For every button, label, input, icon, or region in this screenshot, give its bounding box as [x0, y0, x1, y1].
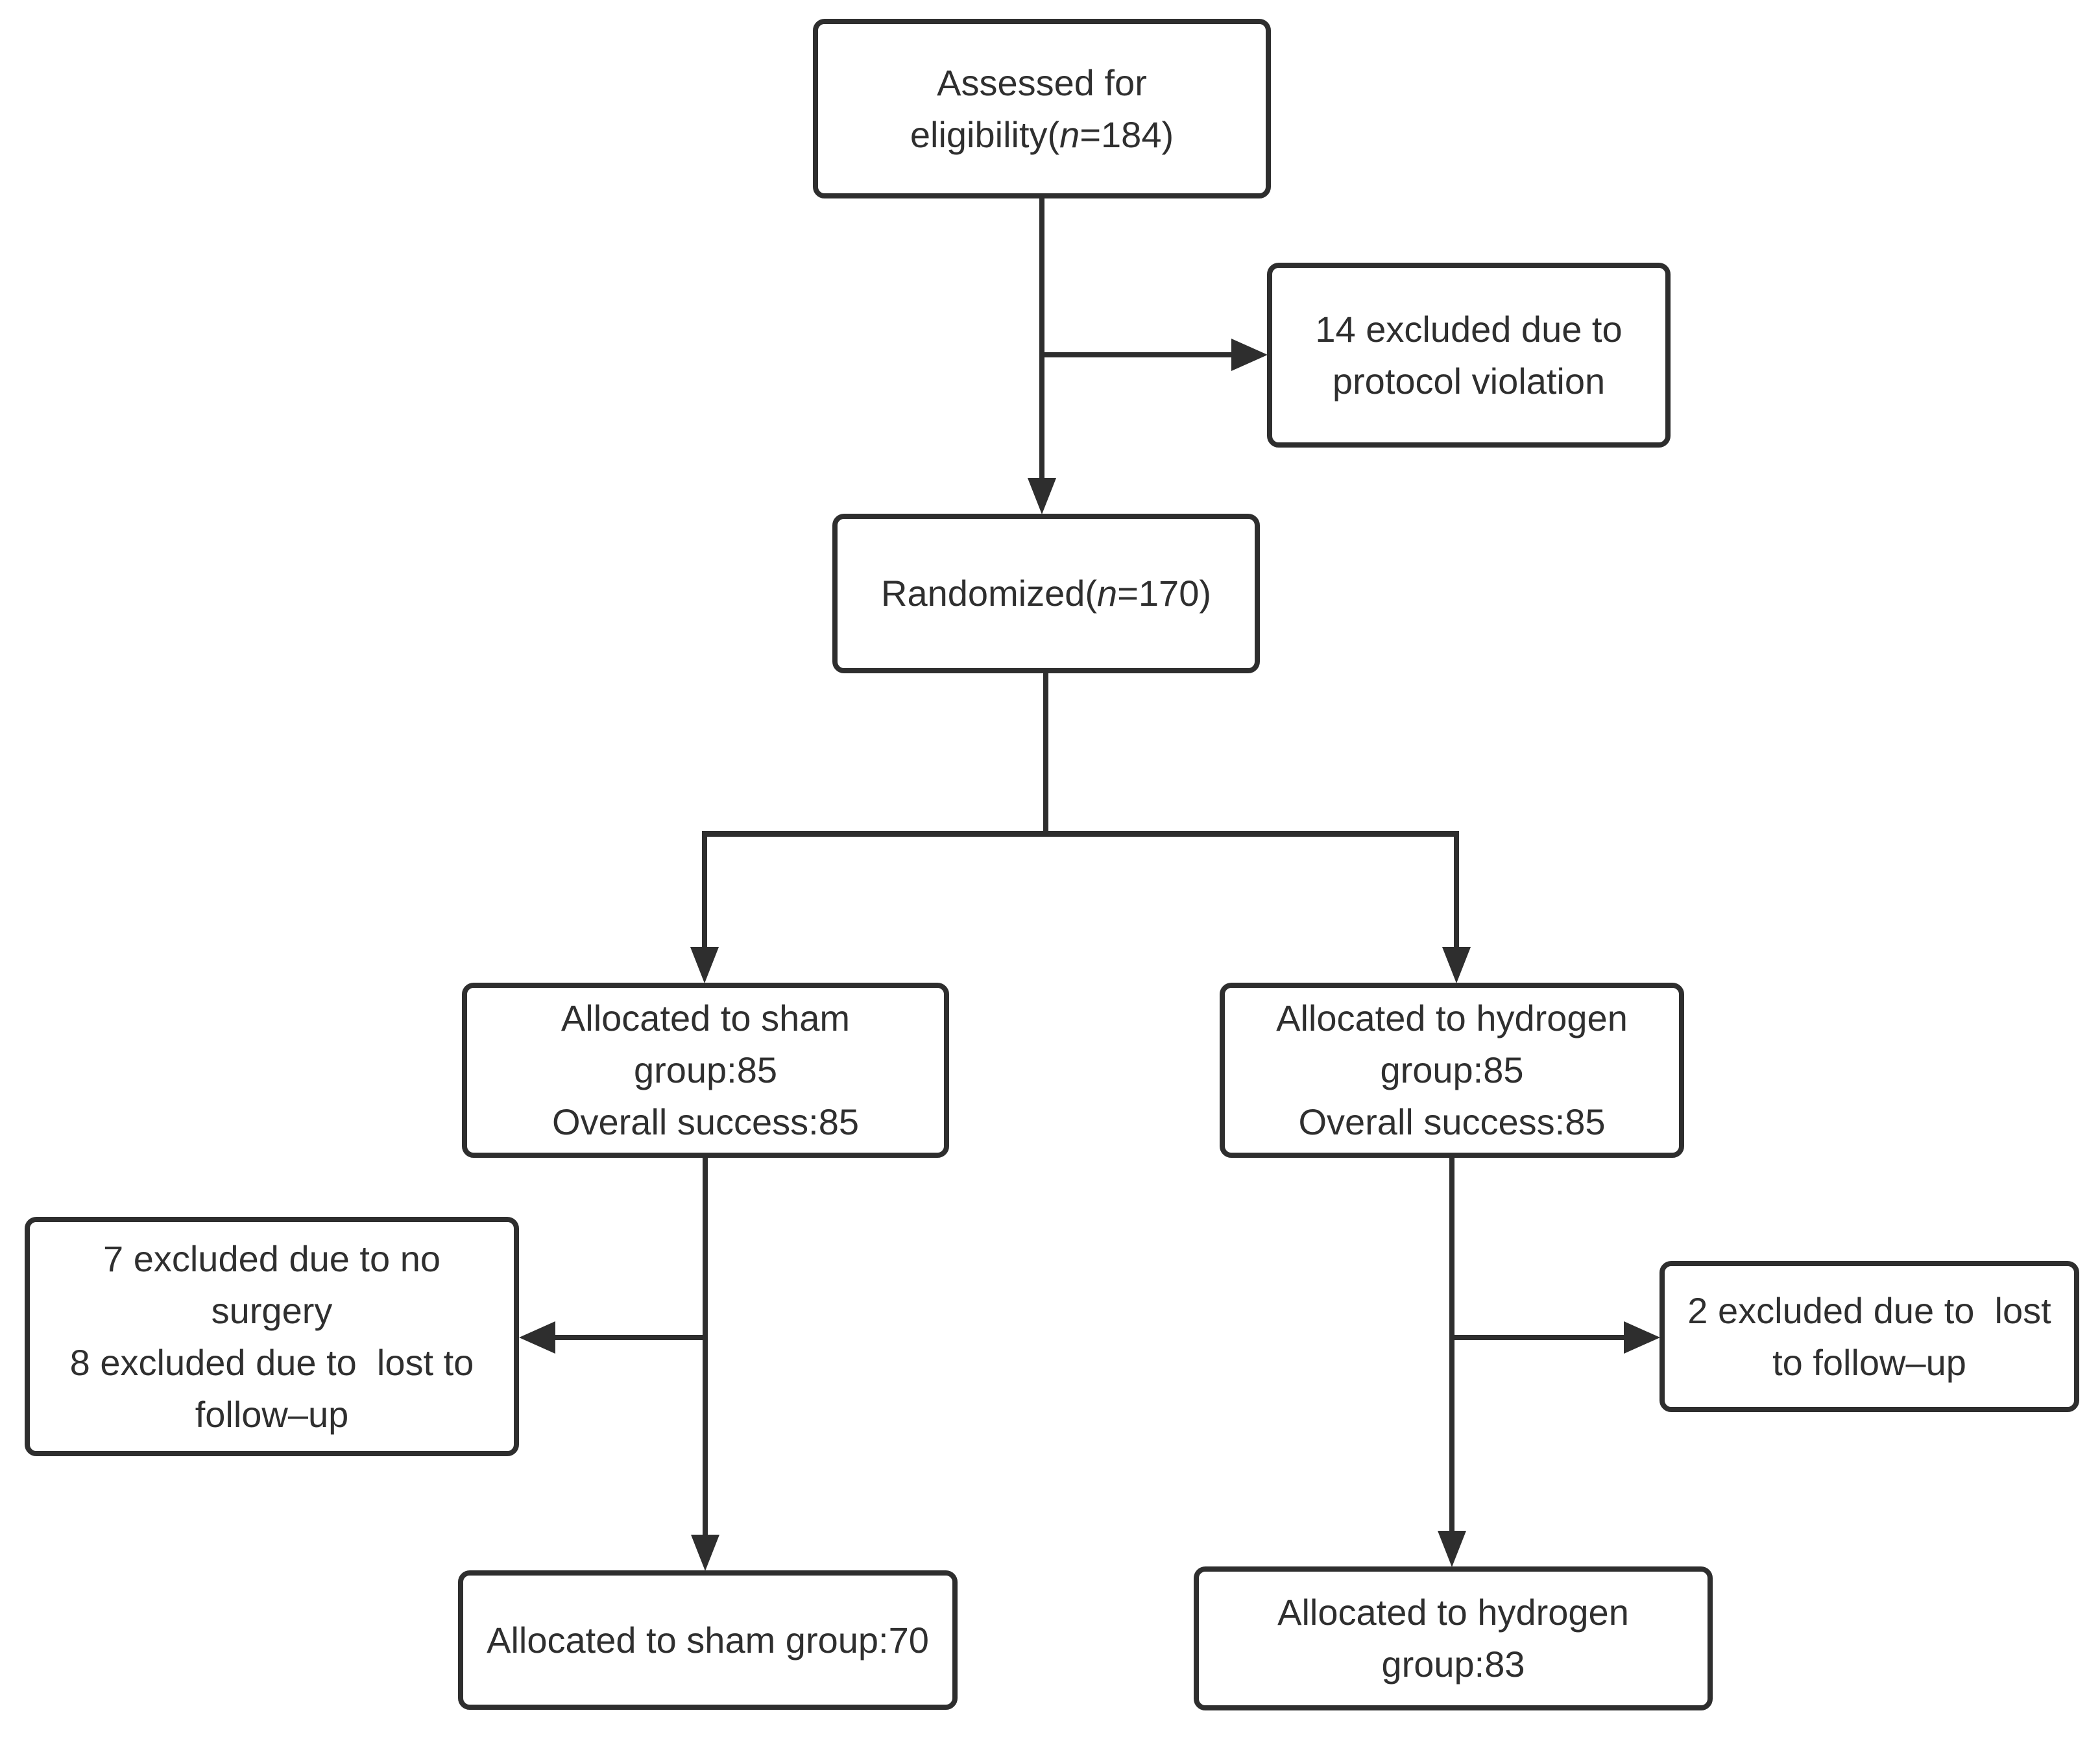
- text-segment: Randomized(: [881, 573, 1098, 614]
- text-segment: eligibility(: [910, 114, 1060, 155]
- node-text-line: group:85: [1380, 1044, 1523, 1096]
- text-segment: Overall success:85: [551, 1101, 860, 1142]
- node-text-line: Randomized(n=170): [881, 568, 1211, 619]
- node-excluded-protocol-violation: 14 excluded due to protocol violation: [1267, 263, 1671, 448]
- node-randomized: Randomized(n=170): [832, 514, 1260, 673]
- arrowhead-down-icon: [1028, 478, 1056, 514]
- node-text-line: Allocated to sham group:70: [487, 1614, 929, 1666]
- italic-n-text: n: [1059, 114, 1080, 155]
- text-segment: =184): [1080, 114, 1174, 155]
- node-final-sham-group: Allocated to sham group:70: [458, 1570, 958, 1710]
- node-text-line: Assessed for: [937, 57, 1147, 109]
- connector-hydrogen-to-final: [1449, 1158, 1454, 1531]
- text-segment: 14 excluded due to: [1315, 308, 1623, 350]
- node-text-line: Overall success:85: [1298, 1096, 1605, 1148]
- connector-assessed-to-excluded-protocol: [1042, 352, 1231, 357]
- connector-assessed-to-randomized: [1039, 198, 1044, 481]
- arrowhead-down-icon: [690, 947, 719, 983]
- connector-randomized-to-split: [1043, 673, 1048, 834]
- node-text-line: to follow–up: [1772, 1337, 1966, 1389]
- text-segment: Allocated to sham: [561, 998, 851, 1038]
- node-text-line: Allocated to sham: [561, 992, 850, 1044]
- text-segment: 8 excluded due to lost to: [69, 1341, 474, 1383]
- node-allocated-sham-group: Allocated to sham group:85 Overall succe…: [462, 983, 949, 1158]
- node-text-line: 2 excluded due to lost: [1687, 1285, 2051, 1337]
- node-assessed-for-eligibility: Assessed for eligibility(n=184): [813, 19, 1271, 198]
- node-allocated-hydrogen-group: Allocated to hydrogen group:85 Overall s…: [1220, 983, 1684, 1158]
- arrowhead-down-icon: [1438, 1531, 1466, 1567]
- node-text-line: surgery: [211, 1285, 333, 1337]
- node-text-line: 7 excluded due to no: [103, 1233, 441, 1285]
- connector-sham-to-final: [703, 1158, 708, 1535]
- node-final-hydrogen-group: Allocated to hydrogen group:83: [1194, 1566, 1713, 1710]
- text-segment: surgery: [211, 1289, 333, 1331]
- text-segment: protocol violation: [1332, 360, 1606, 402]
- text-segment: 2 excluded due to lost: [1687, 1289, 2051, 1331]
- connector-split-horizontal: [702, 831, 1459, 837]
- arrowhead-down-icon: [691, 1535, 719, 1571]
- node-text-line: group:83: [1381, 1638, 1525, 1690]
- arrowhead-left-icon: [519, 1321, 555, 1354]
- text-segment: to follow–up: [1772, 1341, 1966, 1383]
- arrowhead-right-icon: [1231, 339, 1268, 371]
- node-excluded-sham-reasons: 7 excluded due to no surgery 8 excluded …: [25, 1217, 519, 1456]
- node-text-line: 8 excluded due to lost to: [70, 1337, 474, 1389]
- text-segment: Allocated to hydrogen: [1276, 998, 1628, 1038]
- text-segment: group:85: [633, 1049, 778, 1090]
- node-excluded-hydrogen-reasons: 2 excluded due to lost to follow–up: [1659, 1261, 2079, 1412]
- arrowhead-right-icon: [1624, 1321, 1660, 1354]
- text-segment: Assessed for: [937, 62, 1147, 103]
- text-segment: group:83: [1381, 1644, 1525, 1685]
- connector-sham-to-excluded: [553, 1335, 705, 1340]
- text-segment: Overall success:85: [1298, 1101, 1606, 1142]
- node-text-line: protocol violation: [1333, 355, 1605, 407]
- node-text-line: Allocated to hydrogen: [1276, 992, 1628, 1044]
- connector-split-to-hydrogen: [1454, 831, 1459, 948]
- text-segment: 7 excluded due to no: [103, 1238, 441, 1279]
- text-segment: =170): [1117, 573, 1211, 614]
- node-text-line: 14 excluded due to: [1315, 304, 1622, 355]
- connector-split-to-sham: [702, 831, 707, 948]
- node-text-line: Allocated to hydrogen: [1277, 1587, 1629, 1638]
- arrowhead-down-icon: [1442, 947, 1471, 983]
- node-text-line: eligibility(n=184): [910, 109, 1174, 161]
- text-segment: Allocated to hydrogen: [1277, 1592, 1629, 1633]
- italic-n-text: n: [1097, 573, 1118, 614]
- node-text-line: group:85: [634, 1044, 777, 1096]
- text-segment: Allocated to sham group:70: [487, 1619, 929, 1661]
- node-text-line: follow–up: [195, 1389, 349, 1441]
- text-segment: follow–up: [195, 1393, 349, 1435]
- connector-hydrogen-to-excluded: [1452, 1335, 1624, 1340]
- node-text-line: Overall success:85: [552, 1096, 859, 1148]
- text-segment: group:85: [1380, 1049, 1524, 1090]
